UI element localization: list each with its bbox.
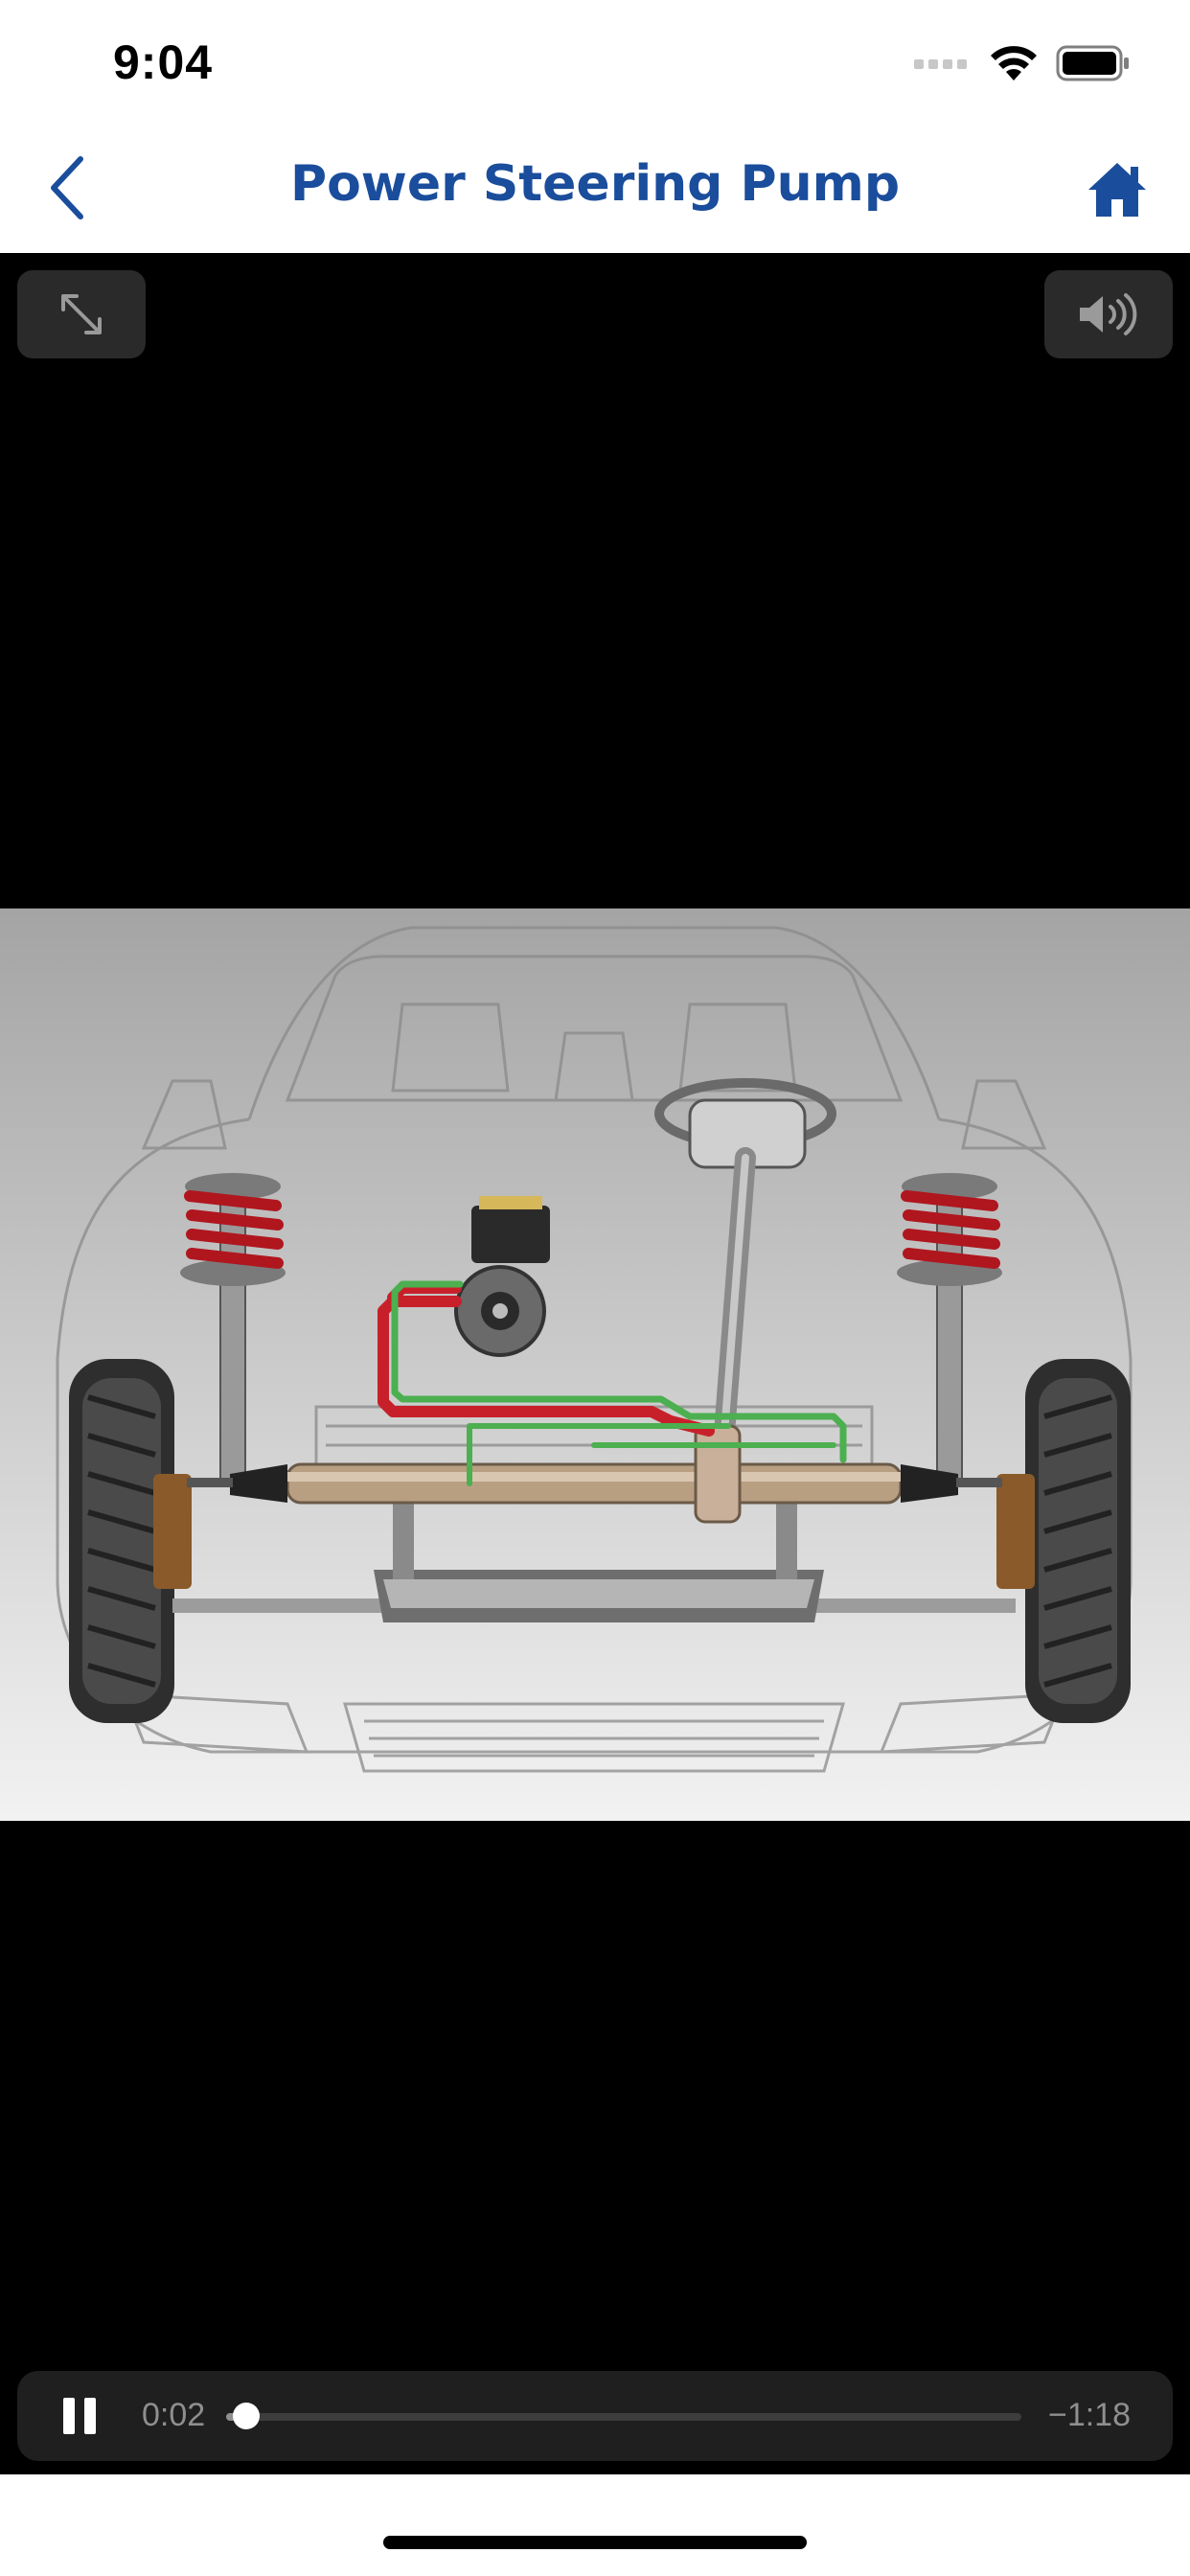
video-frame [0, 908, 1190, 1821]
navigation-bar: Power Steering Pump [0, 126, 1190, 253]
steering-rack [187, 1462, 1002, 1505]
steering-column [654, 1078, 836, 1524]
current-time: 0:02 [142, 2397, 206, 2433]
pause-bar-right [84, 2398, 96, 2434]
home-indicator [383, 2536, 807, 2549]
hydraulic-lines [378, 1280, 847, 1486]
speaker-volume-icon [1080, 293, 1137, 335]
remaining-time: −1:18 [1047, 2397, 1131, 2433]
battery-icon [1056, 45, 1129, 81]
scrubber-thumb[interactable] [232, 2403, 260, 2429]
expand-arrows-icon [61, 294, 102, 334]
status-time: 9:04 [113, 35, 214, 89]
status-bar: 9:04 [0, 0, 1190, 126]
scrubber-track[interactable] [226, 2403, 1021, 2429]
playback-controls: 0:02 −1:18 [17, 2371, 1173, 2461]
car-outline [56, 926, 1133, 1773]
chevron-left-icon [51, 156, 83, 219]
pause-button[interactable] [57, 2394, 102, 2438]
right-strut [897, 1173, 1002, 1484]
right-wheel [1025, 1359, 1131, 1723]
power-steering-illustration [56, 926, 1133, 1773]
status-icons [914, 44, 1131, 82]
left-wheel [69, 1359, 174, 1723]
back-button[interactable] [29, 150, 105, 226]
pause-bar-left [63, 2398, 75, 2434]
page-title: Power Steering Pump [289, 155, 901, 213]
power-steering-pump [454, 1196, 550, 1357]
home-button[interactable] [1079, 151, 1156, 228]
video-player[interactable]: 0:02 −1:18 [0, 253, 1190, 2474]
wifi-icon [991, 46, 1037, 80]
mute-button[interactable] [1044, 270, 1173, 358]
left-strut [180, 1173, 286, 1484]
subframe [172, 1503, 1016, 1622]
fullscreen-button[interactable] [17, 270, 146, 358]
home-icon [1088, 163, 1146, 217]
cellular-signal-icon [914, 59, 967, 69]
